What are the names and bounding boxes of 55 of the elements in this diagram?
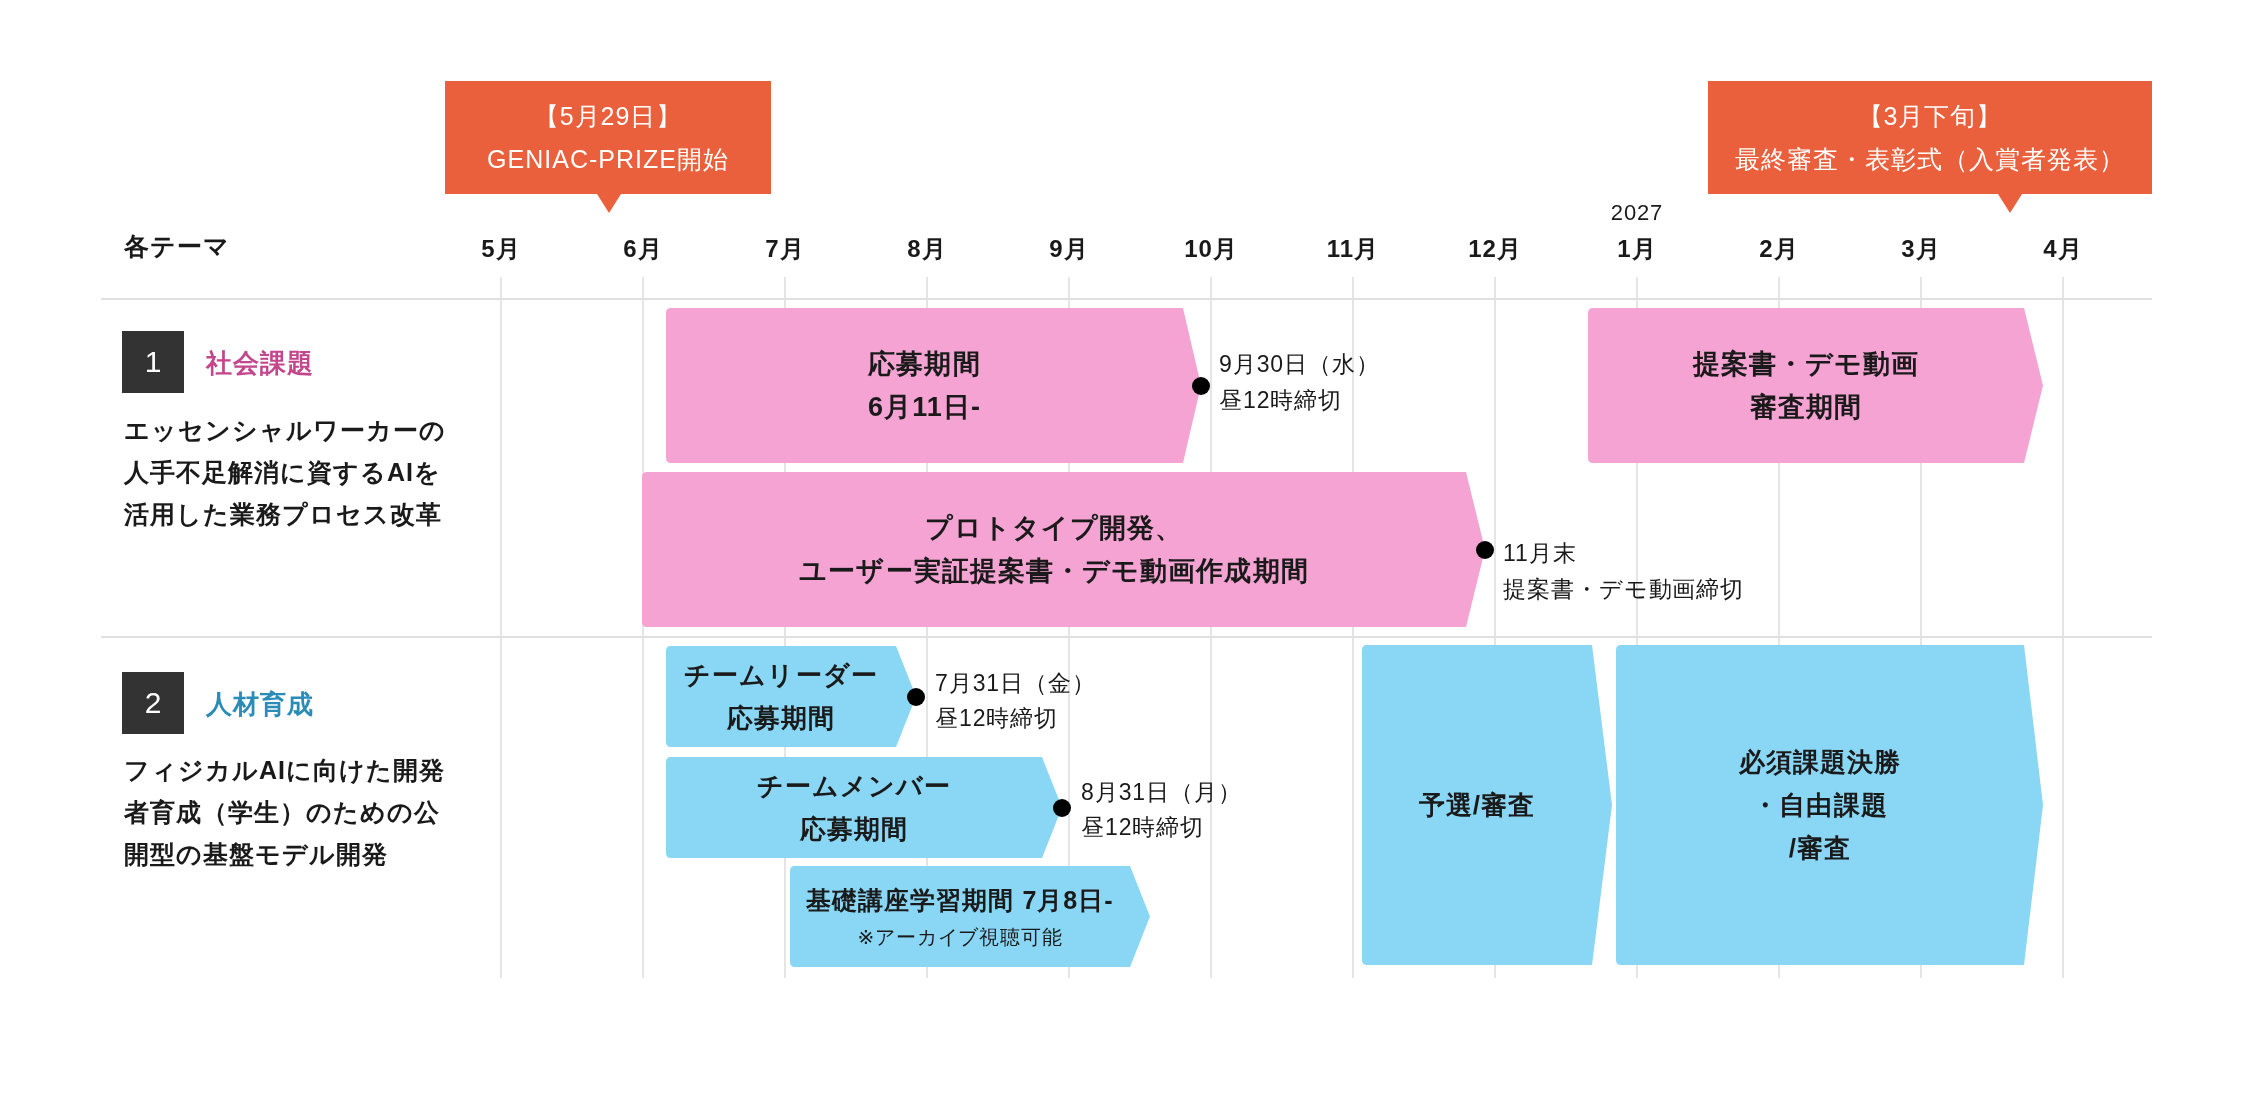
bar-label: プロトタイプ開発、 bbox=[924, 511, 1184, 545]
callout-banner bbox=[1708, 81, 2152, 213]
period-bar bbox=[666, 757, 1062, 858]
bar-label: 予選/審査 bbox=[1418, 788, 1536, 822]
month-label: 3月 bbox=[1901, 234, 1941, 264]
callout-text: GENIAC-PRIZE開始 bbox=[487, 143, 729, 175]
year-label: 2027 bbox=[1610, 199, 1664, 227]
callout-banner bbox=[445, 81, 771, 213]
bar-label: 必須課題決勝 bbox=[1738, 745, 1902, 779]
period-bar bbox=[1588, 308, 2043, 463]
callout-text: 【5月29日】 bbox=[533, 100, 683, 132]
bar-label: 基礎講座学習期間 7月8日- bbox=[806, 884, 1114, 916]
callout-text: 【3月下旬】 bbox=[1857, 100, 2003, 132]
theme-heading: 社会課題 bbox=[206, 347, 315, 380]
period-bar bbox=[666, 646, 916, 747]
bar-label: /審査 bbox=[1788, 831, 1852, 865]
month-label: 10月 bbox=[1184, 234, 1238, 264]
deadline-note: 昼12時締切 bbox=[935, 704, 1059, 733]
bar-label: チームメンバー応募期間 bbox=[755, 769, 953, 846]
month-label: 6月 bbox=[623, 234, 663, 264]
theme-heading: 人材育成 bbox=[206, 688, 315, 721]
period-bar bbox=[642, 472, 1485, 627]
month-label: 1月 bbox=[1617, 234, 1657, 264]
period-bar bbox=[1616, 645, 2043, 965]
callout-text: 最終審査・表彰式（入賞者発表） bbox=[1735, 143, 2125, 175]
month-label: 12月 bbox=[1468, 234, 1522, 264]
period-bar bbox=[1362, 645, 1612, 965]
month-label: 7月 bbox=[765, 234, 805, 264]
deadline-note: 9月30日（水） bbox=[1219, 350, 1380, 379]
bar-label: ※アーカイブ視聴可能 bbox=[857, 924, 1063, 950]
bar-label: チームリーダー応募期間 bbox=[683, 658, 879, 735]
deadline-note: 昼12時締切 bbox=[1219, 386, 1343, 415]
month-label: 5月 bbox=[481, 234, 521, 264]
theme-number-badge: 1 bbox=[122, 331, 184, 393]
period-bar bbox=[790, 866, 1150, 967]
deadline-note: 7月31日（金） bbox=[935, 669, 1096, 698]
deadline-note: 提案書・デモ動画締切 bbox=[1503, 575, 1745, 604]
theme-number-badge: 2 bbox=[122, 672, 184, 734]
theme-description: エッセンシャルワーカーの人手不足解消に資するAIを活用した業務プロセス改革 bbox=[124, 415, 447, 530]
column-header: 各テーマ bbox=[124, 231, 230, 261]
deadline-note: 11月末 bbox=[1503, 539, 1577, 568]
bar-label: ユーザー実証提案書・デモ動画作成期間 bbox=[799, 554, 1309, 588]
month-label: 9月 bbox=[1049, 234, 1089, 264]
month-label: 2月 bbox=[1759, 234, 1799, 264]
deadline-note: 8月31日（月） bbox=[1081, 778, 1242, 807]
period-bar bbox=[666, 308, 1201, 463]
deadline-note: 昼12時締切 bbox=[1081, 813, 1205, 842]
month-label: 8月 bbox=[907, 234, 947, 264]
month-label: 11月 bbox=[1326, 234, 1380, 264]
bar-label: ・自由課題 bbox=[1752, 788, 1888, 822]
theme-description: フィジカルAIに向けた開発者育成（学生）のための公開型の基盤モデル開発 bbox=[124, 755, 446, 870]
bar-label: 応募期間 bbox=[868, 347, 981, 381]
bar-label: 6月11日- bbox=[868, 390, 981, 424]
month-label: 4月 bbox=[2043, 234, 2083, 264]
bar-label: 提案書・デモ動画審査期間 bbox=[1691, 347, 1921, 424]
